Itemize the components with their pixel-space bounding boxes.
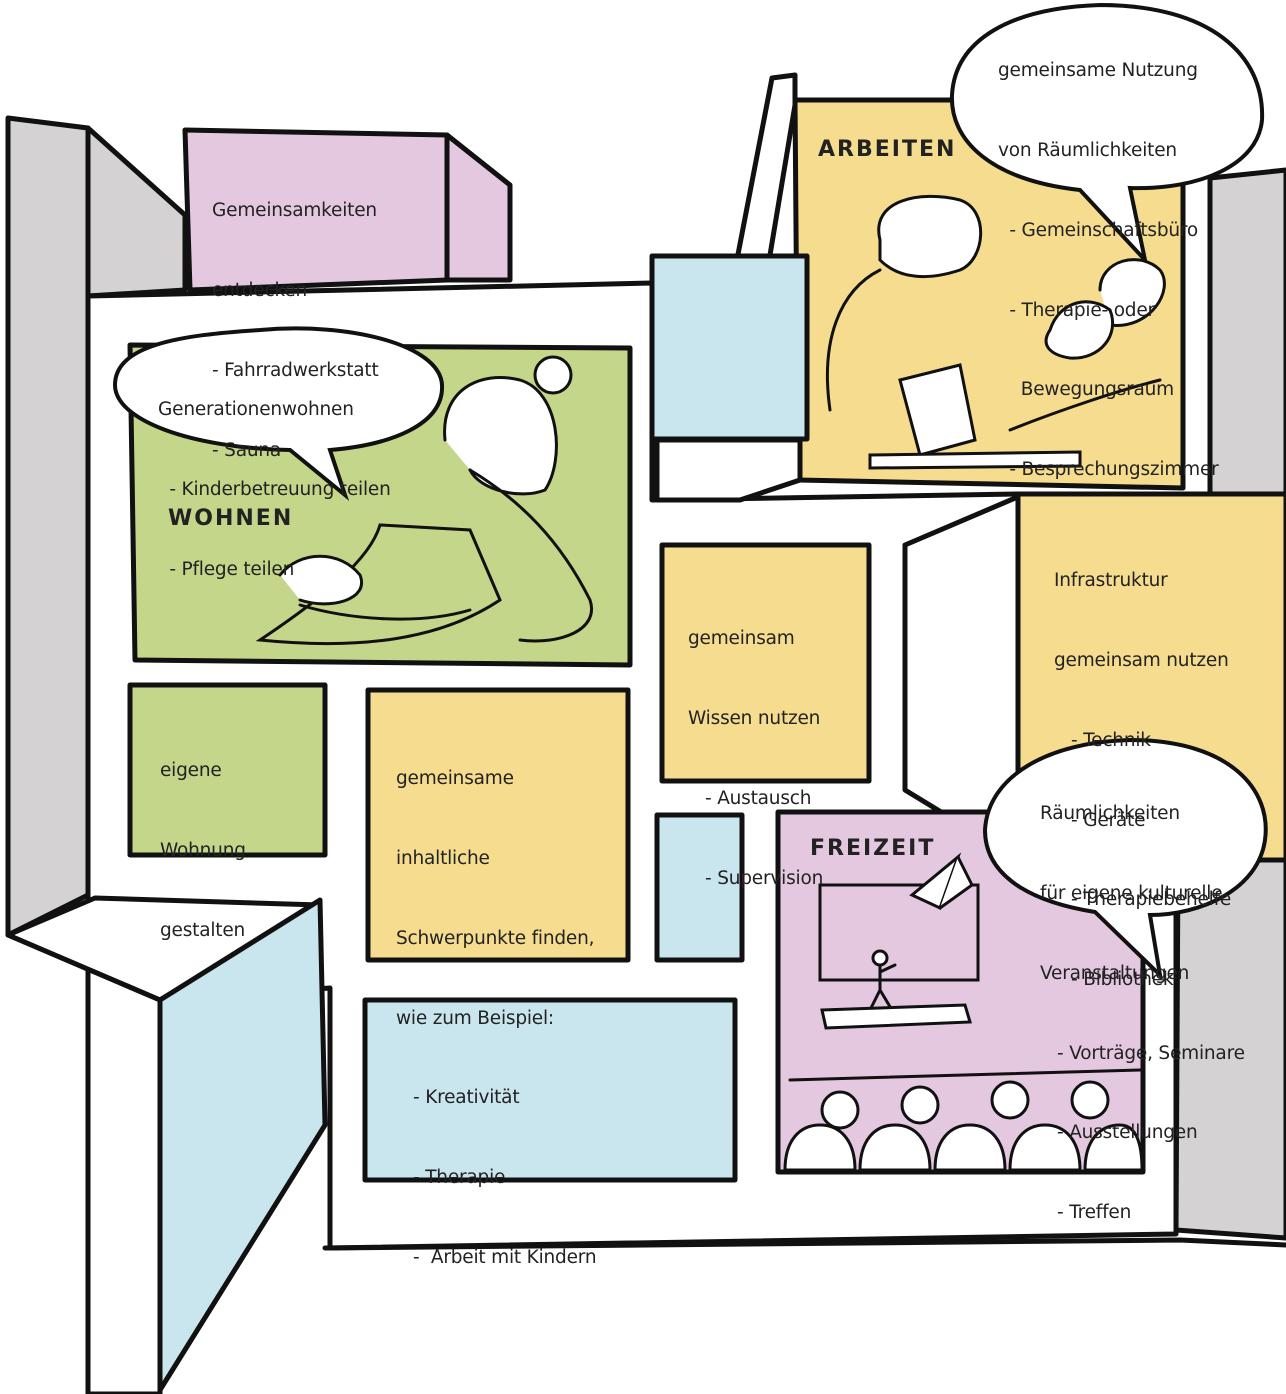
blue-window-top [649, 253, 810, 442]
arbeiten-heading: ARBEITEN [818, 137, 957, 162]
text-line: - Vorträge, Seminare [1040, 1042, 1245, 1064]
text-line: - Fahrradwerkstatt [212, 359, 379, 381]
text-line: - Kinderbetreuung teilen [158, 478, 391, 500]
text-line: eigene [160, 760, 222, 782]
text-line: für eigene kulturelle [1040, 882, 1223, 904]
text-line: - Gemeinschaftsbüro [998, 219, 1199, 241]
text-line: Generationenwohnen [158, 399, 354, 421]
schwerpunkte-panel [365, 687, 631, 963]
text-line: - Therapie [396, 1167, 506, 1189]
lower-left-block-front [157, 897, 328, 1393]
text-line: gemeinsame [396, 768, 514, 790]
text-line: - Ausstellungen [1040, 1122, 1198, 1144]
text-line: - Arbeit mit Kindern [396, 1246, 597, 1268]
text-line: - Austausch [688, 787, 812, 809]
wissen-text: gemeinsam Wissen nutzen - Austausch - Su… [688, 573, 823, 919]
text-line: entdecken [212, 279, 308, 301]
text-line: - Sauna [212, 439, 282, 461]
left-wall [5, 115, 91, 938]
text-line: - Bibliothek [1054, 969, 1174, 991]
freizeit-sketch [783, 852, 1144, 1172]
arbeiten-frame-side [732, 72, 798, 273]
text-line: - Supervision [688, 867, 824, 889]
text-line: wie zum Beispiel: [396, 1007, 554, 1029]
upper-left-wall [85, 125, 188, 299]
text-line: Gemeinsamkeiten [212, 200, 377, 222]
freizeit-heading: FREIZEIT [810, 836, 936, 861]
text-line: Infrastruktur [1054, 570, 1168, 592]
kultur-text: Räumlichkeiten für eigene kulturelle Ver… [1040, 748, 1245, 1253]
text-line: Veranstaltungen [1040, 962, 1190, 984]
nutzung-bubble [949, 2, 1265, 267]
text-line: - Treffen [1040, 1202, 1132, 1224]
sauna-block-side [444, 132, 513, 283]
text-line: - Pflege teilen [158, 558, 295, 580]
infrastruktur-text: Infrastruktur gemeinsam nutzen - Technik… [1054, 515, 1231, 1020]
text-line: gemeinsam [688, 628, 795, 650]
wohnen-heading: WOHNEN [168, 506, 294, 531]
text-line: Wohnung [160, 839, 246, 861]
gemeinsamkeiten-text: Gemeinsamkeiten entdecken - Fahrradwerks… [212, 145, 379, 491]
text-line: - Therapiebehelfe [1054, 889, 1232, 911]
text-line: - Kreativität [396, 1087, 520, 1109]
wohnung-panel [127, 682, 328, 858]
wohnung-text: eigene Wohnung gestalten [160, 705, 246, 971]
wohnen-sketch [255, 355, 594, 646]
generationen-bubble [112, 326, 445, 501]
generationen-text: Generationenwohnen - Kinderbetreuung tei… [158, 344, 391, 610]
text-line: Räumlichkeiten [1040, 803, 1180, 825]
blue-window-bottom [362, 997, 738, 1183]
text-line: Wissen nutzen [688, 707, 821, 729]
text-line: - Technik [1054, 729, 1151, 751]
text-line: gemeinsam nutzen [1054, 649, 1229, 671]
text-line: - Besprechungszimmer [998, 459, 1219, 481]
text-line: Bewegungsraum [998, 379, 1174, 401]
kultur-bubble [982, 737, 1268, 981]
text-line: Schwerpunkte finden, [396, 927, 595, 949]
text-line: - Therapie- oder [998, 299, 1155, 321]
text-line: gemeinsame Nutzung [998, 60, 1198, 82]
arbeiten-sketch [826, 194, 1166, 470]
text-line: - Geräte [1054, 809, 1146, 831]
nutzung-text: gemeinsame Nutzung von Räumlichkeiten - … [998, 5, 1219, 510]
text-line: gestalten [160, 919, 246, 941]
wissen-panel [659, 542, 872, 784]
text-line: inhaltliche [396, 847, 490, 869]
blue-window-small [654, 812, 745, 963]
schwerpunkte-text: gemeinsame inhaltliche Schwerpunkte find… [396, 713, 597, 1298]
text-line: von Räumlichkeiten [998, 139, 1177, 161]
